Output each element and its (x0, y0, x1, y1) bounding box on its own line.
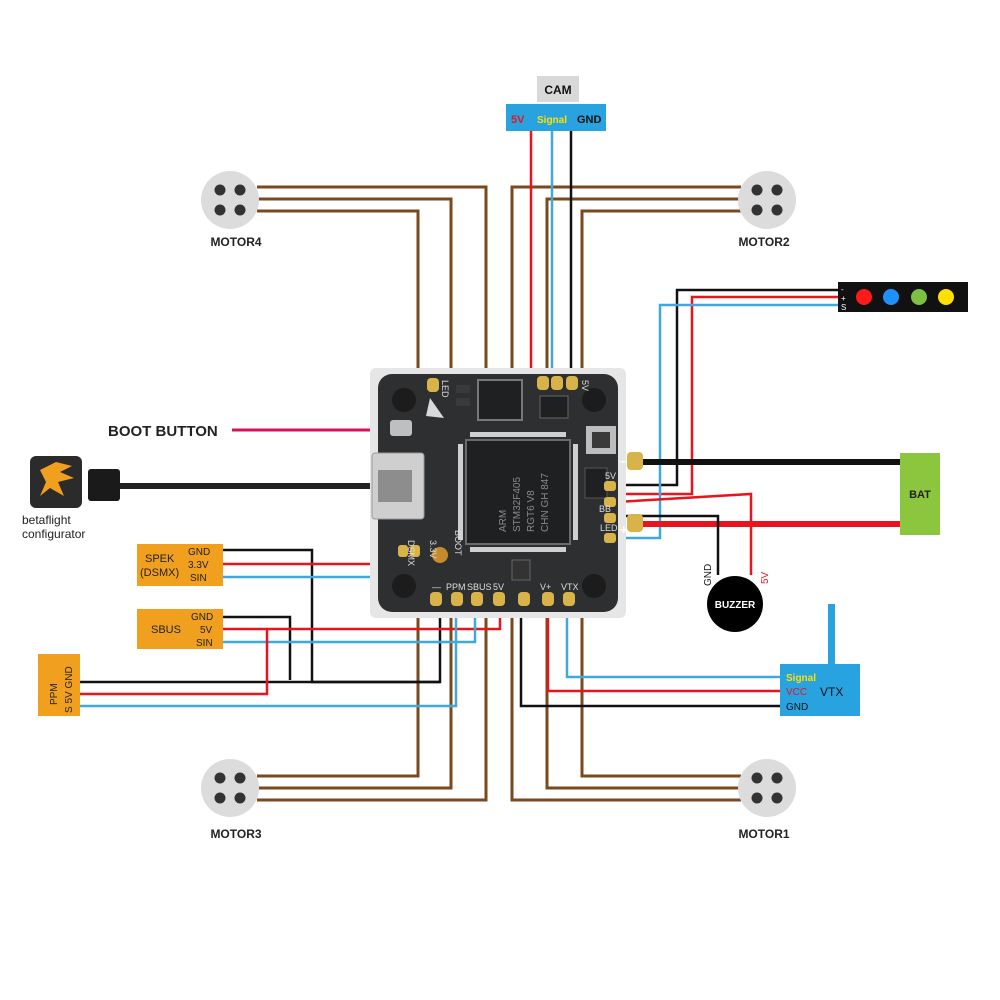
buzzer-icon (707, 576, 763, 632)
camera-title: CAM (544, 83, 571, 97)
motor-1: MOTOR1 (738, 759, 796, 841)
led-red (856, 289, 872, 305)
camera-connector (506, 104, 606, 131)
led-blue (883, 289, 899, 305)
pad-label-vplus: V+ (540, 582, 551, 592)
gyro-chip (477, 379, 523, 421)
motor-4: MOTOR4 (201, 171, 262, 249)
pad-label-sbus: SBUS (467, 582, 492, 592)
motor-3-label: MOTOR3 (210, 827, 261, 841)
mcu-chip (465, 439, 571, 545)
top-pads (427, 376, 578, 392)
board-label-33v: 3.3V (428, 540, 438, 559)
configurator-line-2: configurator (22, 527, 85, 541)
camera-pin-gnd: GND (577, 114, 602, 126)
buzzer: BUZZER GND 5V (703, 564, 771, 632)
led-strip-wires (616, 288, 838, 540)
buzzer-5v-label: 5V (760, 571, 771, 584)
vtx-pin-vcc: VCC (786, 687, 807, 698)
vtx-wires (519, 600, 780, 708)
motor-3: MOTOR3 (201, 759, 262, 841)
mounting-hole (582, 574, 606, 598)
bottom-pads (430, 592, 575, 606)
spek-name-1: SPEK (145, 553, 175, 565)
pad-label-minus: — (432, 582, 441, 592)
vtx-antenna (828, 604, 835, 666)
boot-button[interactable] (390, 420, 412, 436)
camera-pin-5v: 5V (511, 114, 525, 126)
buzzer-gnd-label: GND (703, 564, 714, 586)
right-pads (604, 452, 643, 543)
betaflight-configurator: betaflight configurator (22, 456, 85, 541)
board-label-5v: 5V (605, 471, 616, 481)
led-strip: - + S (838, 282, 968, 312)
chip-line-1: ARM (498, 510, 509, 532)
vtx-label: VTX (820, 685, 843, 699)
sbus-pin-sin: SIN (196, 638, 213, 649)
sbus-connector: SBUS GND 5V SIN (137, 609, 223, 649)
buzzer-label: BUZZER (715, 600, 756, 611)
led-pin-plus: + (841, 294, 846, 303)
motor-icon (738, 171, 796, 229)
battery-label: BAT (909, 489, 931, 501)
spek-pin-sin: SIN (190, 573, 207, 584)
board-label-bb: BB (599, 504, 611, 514)
chip-line-4: CHN GH 847 (540, 473, 551, 532)
board-label-led: LED (600, 523, 618, 533)
motor-1-label: MOTOR1 (738, 827, 789, 841)
board-label-dsmx: DSMX (406, 540, 416, 566)
chip-line-3: RGT6 V8 (526, 490, 537, 532)
board-label-boot: BOOT (453, 530, 463, 556)
mounting-hole (582, 388, 606, 412)
ppm-pins: S 5V GND (64, 666, 75, 713)
boot-button-label: BOOT BUTTON (108, 423, 218, 440)
mounting-hole (392, 574, 416, 598)
ppm-connector: PPM S 5V GND (38, 654, 80, 716)
buzzer-wires (615, 492, 753, 575)
pad-label-ppm: PPM (446, 582, 466, 592)
motor-icon (201, 759, 259, 817)
vtx: Signal VCC GND VTX (780, 604, 860, 716)
flight-controller-board: ARM STM32F405 RGT6 V8 CHN GH 847 (370, 368, 643, 618)
board-label-5v-top: 5V (580, 380, 590, 391)
boot-pad (432, 547, 448, 563)
camera-pin-signal: Signal (537, 115, 567, 126)
motor-icon (201, 171, 259, 229)
spek-name-2: (DSMX) (140, 567, 179, 579)
motor-4-label: MOTOR4 (210, 235, 261, 249)
sbus-name: SBUS (151, 624, 181, 636)
battery-wires (636, 459, 900, 527)
pad-label-vtx: VTX (561, 582, 579, 592)
spek-pin-gnd: GND (188, 547, 210, 558)
ppm-name: PPM (49, 683, 60, 705)
spek-pin-33v: 3.3V (188, 560, 209, 571)
led-pin-minus: - (841, 285, 844, 294)
usb-cable (88, 469, 372, 501)
battery: BAT (900, 453, 940, 535)
chip-line-2: STM32F405 (512, 477, 523, 532)
camera-title-box (537, 76, 579, 102)
led-green (911, 289, 927, 305)
spek-connector: SPEK (DSMX) GND 3.3V SIN (137, 544, 223, 586)
sbus-pin-5v: 5V (200, 625, 213, 636)
mounting-hole (392, 388, 416, 412)
board-label-led-top: LED (440, 380, 450, 398)
motor-icon (738, 759, 796, 817)
camera: CAM 5V Signal GND (506, 76, 606, 131)
vtx-pin-gnd: GND (786, 702, 808, 713)
led-pin-s: S (841, 303, 846, 312)
led-yellow (938, 289, 954, 305)
svg-text:+: + (620, 522, 628, 537)
pad-label-5v: 5V (493, 582, 504, 592)
left-pads (398, 545, 420, 557)
motor-wires (257, 185, 741, 802)
configurator-line-1: betaflight (22, 513, 71, 527)
camera-wires (529, 131, 573, 383)
motor-2: MOTOR2 (738, 171, 796, 249)
svg-text:−: − (620, 454, 628, 469)
vtx-pin-signal: Signal (786, 673, 816, 684)
motor-2-label: MOTOR2 (738, 235, 789, 249)
sbus-pin-gnd: GND (191, 612, 213, 623)
